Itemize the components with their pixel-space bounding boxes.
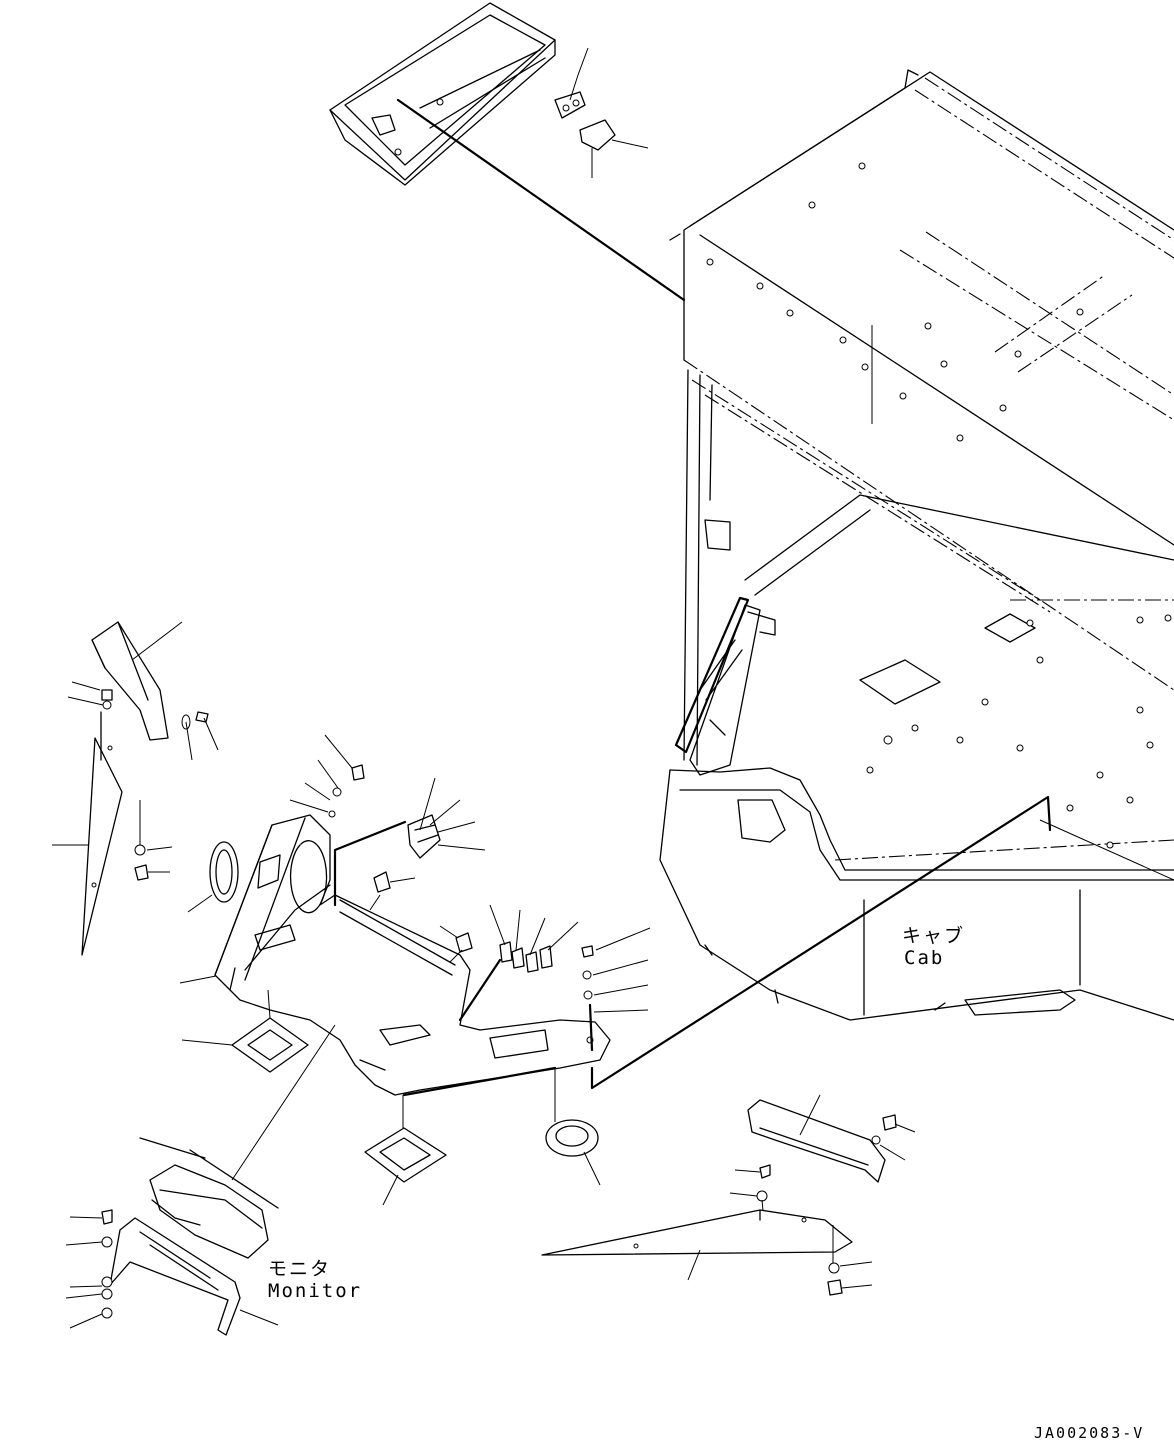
cab-assembly [659,69,1174,1021]
monitor-bolts [101,1209,113,1319]
monitor-group [65,1137,279,1336]
cab-label-jp: キャブ [902,925,966,947]
roof-bolts [706,162,1084,442]
right-bracket-group [541,1094,916,1296]
connection-line [396,98,686,302]
cab-label-en: Cab [904,947,945,969]
left-bracket-group [52,621,219,956]
control-box [329,2,649,186]
drawing-code: JA002083-V [1034,1424,1145,1442]
console-panel [179,734,1052,1206]
monitor-label-jp: モニタ [268,1258,332,1280]
monitor-label-en: Monitor [268,1280,363,1302]
floor-bolts [866,614,1172,849]
